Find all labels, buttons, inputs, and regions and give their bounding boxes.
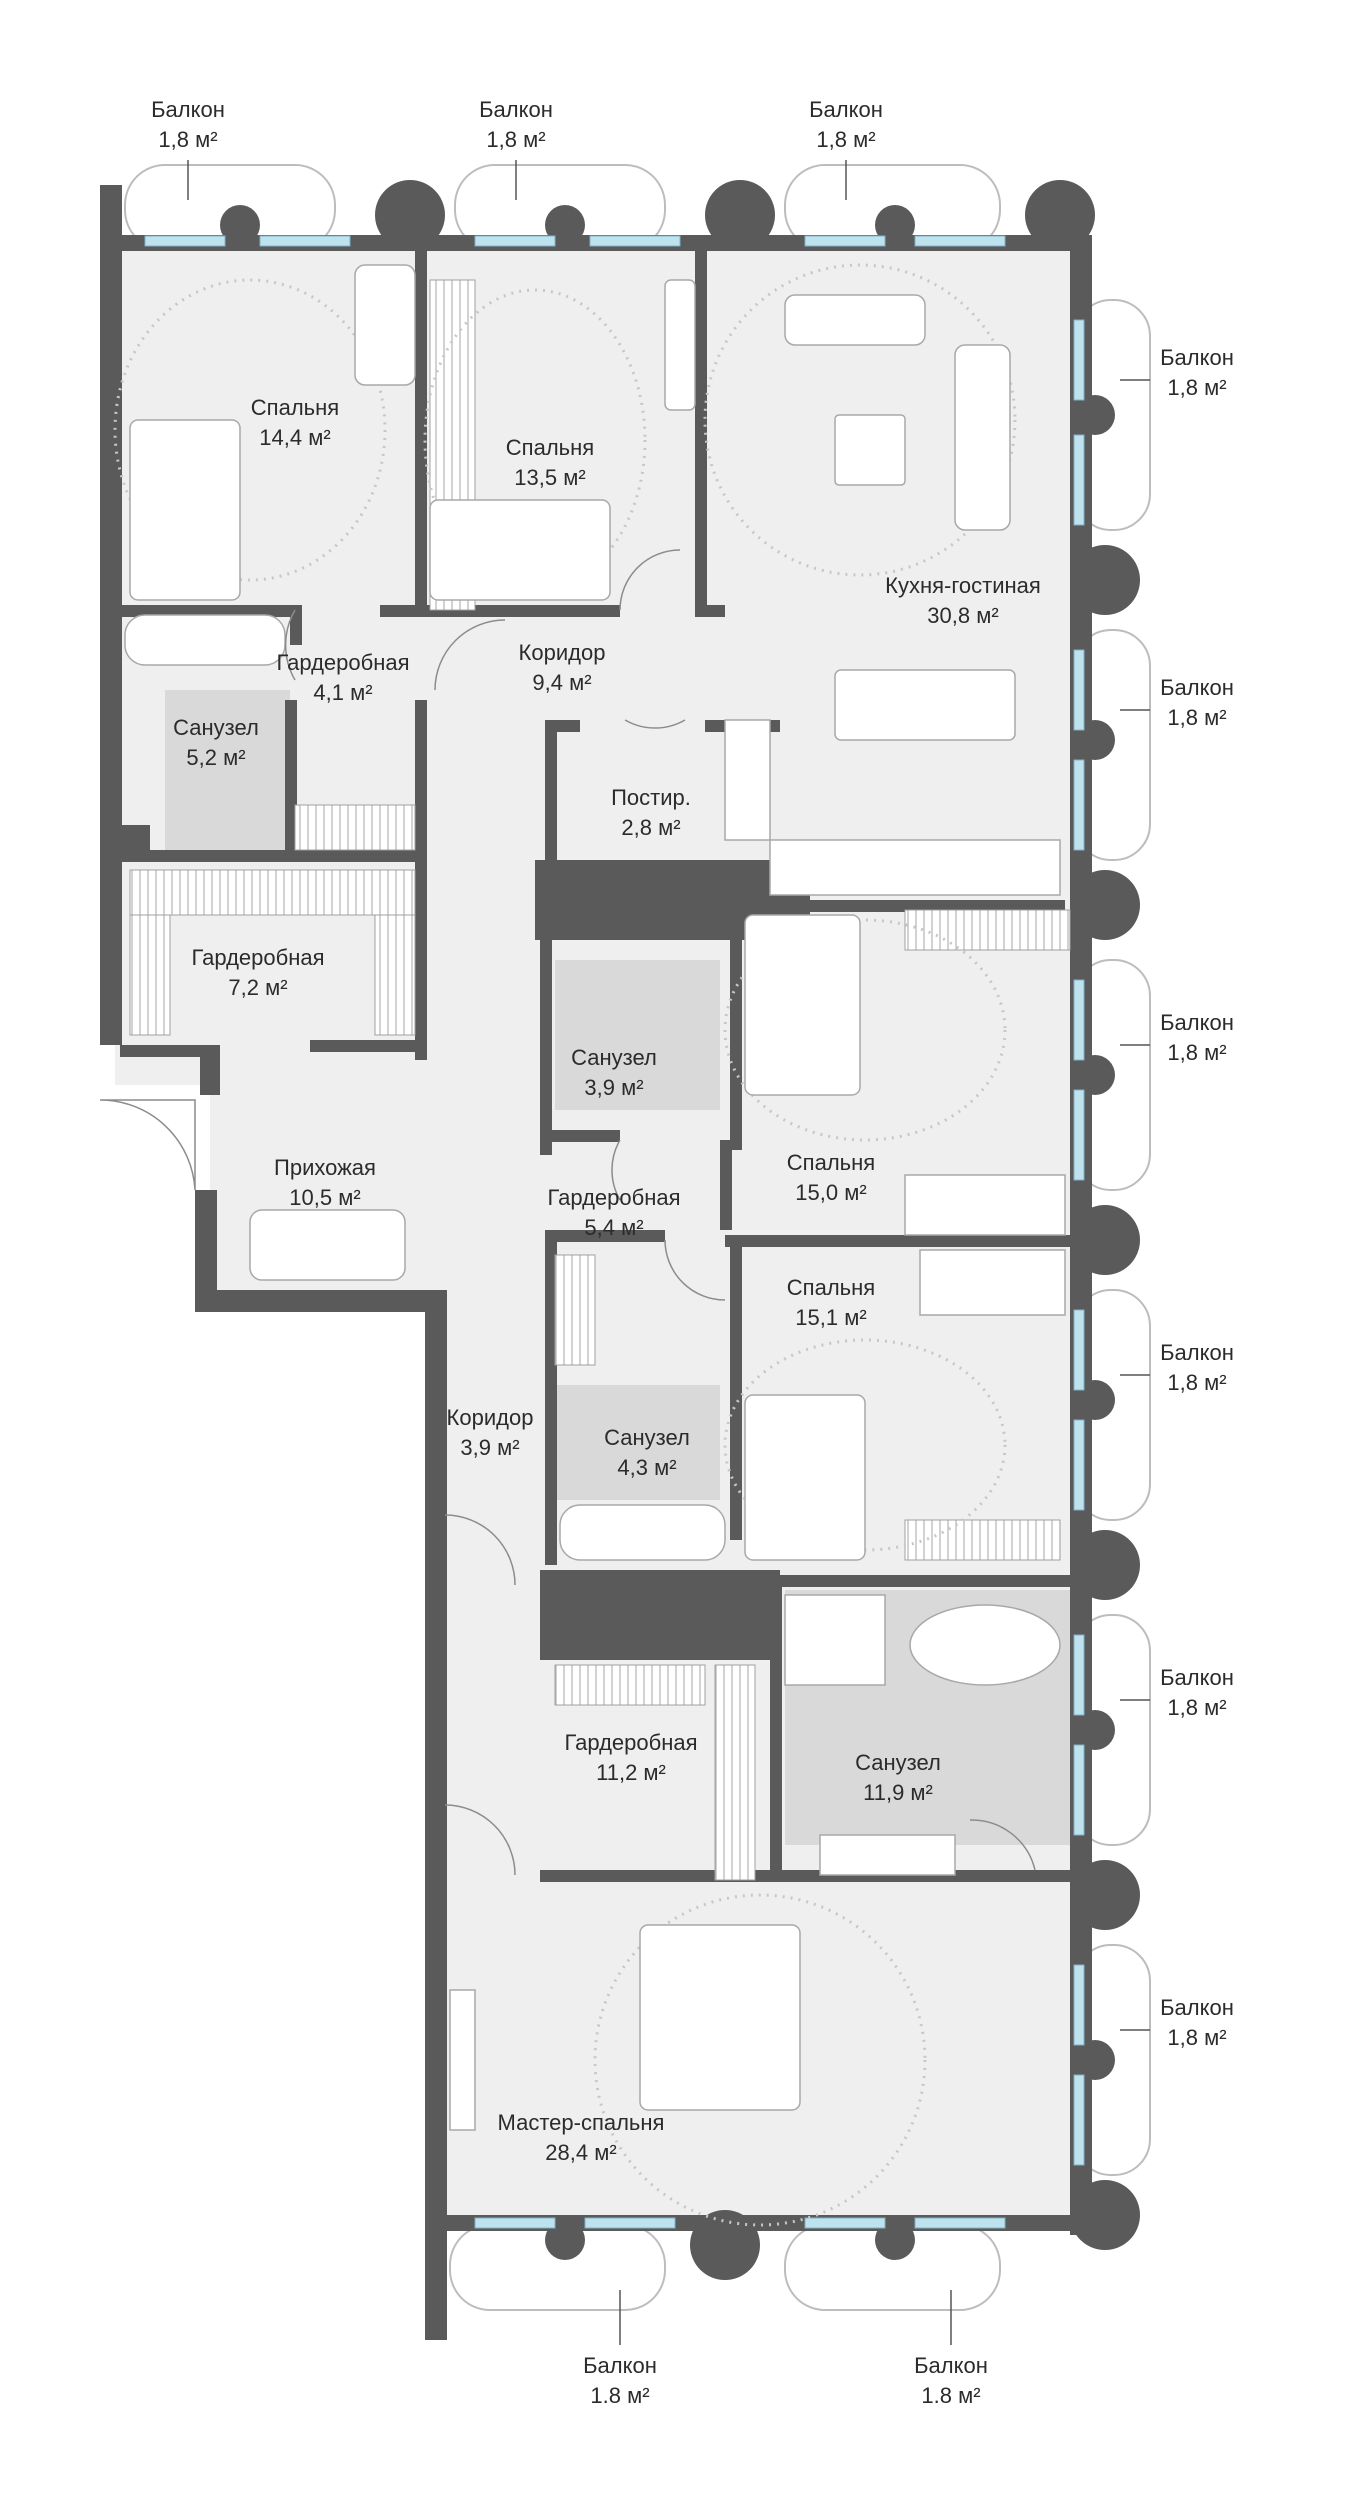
room-area: 10,5 м² (289, 1185, 360, 1210)
wall-west-master (425, 1290, 447, 2340)
balcony-name: Балкон (809, 97, 883, 122)
sofa-side (954, 344, 1011, 531)
room-name: Гардеробная (276, 650, 409, 675)
master-console (449, 1989, 476, 2131)
room-area: 5,4 м² (584, 1215, 643, 1240)
room-area: 13,5 м² (514, 465, 585, 490)
balcony-area: 1.8 м² (590, 2383, 649, 2408)
piers-right (1070, 395, 1140, 2250)
desk-3 (904, 1174, 1066, 1236)
room-area: 5,2 м² (186, 745, 245, 770)
room-area: 7,2 м² (228, 975, 287, 1000)
room-area: 9,4 м² (532, 670, 591, 695)
freestanding-tub (909, 1604, 1061, 1686)
room-name: Прихожая (274, 1155, 376, 1180)
balcony-name: Балкон (1160, 1995, 1234, 2020)
windows (144, 235, 1085, 2229)
balcony-area: 1,8 м² (1167, 1370, 1226, 1395)
room-name: Санузел (604, 1425, 690, 1450)
piers-bottom (545, 2210, 915, 2280)
balconies-bottom (449, 2224, 1001, 2311)
master-bed (639, 1924, 801, 2111)
room-area: 14,4 м² (259, 425, 330, 450)
room-area: 11,2 м² (596, 1760, 666, 1785)
bed-2 (429, 499, 611, 601)
sofa-hall (249, 1209, 406, 1281)
room-name: Спальня (787, 1275, 875, 1300)
balcony-name: Балкон (151, 97, 225, 122)
room-name: Гардеробная (564, 1730, 697, 1755)
balcony-area: 1.8 м² (921, 2383, 980, 2408)
balcony-name: Балкон (583, 2353, 657, 2378)
balcony-name: Балкон (1160, 1010, 1234, 1035)
balcony-area: 1,8 м² (158, 127, 217, 152)
room-name: Гардеробная (547, 1185, 680, 1210)
room-area: 15,0 м² (795, 1180, 866, 1205)
desk-4 (919, 1249, 1066, 1316)
kitchen-counter (769, 839, 1061, 896)
balcony-name: Балкон (1160, 675, 1234, 700)
room-name: Санузел (571, 1045, 657, 1070)
balcony-name: Балкон (1160, 1665, 1234, 1690)
bed-1 (129, 419, 241, 601)
room-name: Мастер-спальня (498, 2110, 665, 2135)
bathtub-1 (124, 614, 286, 666)
balcony-name: Балкон (479, 97, 553, 122)
room-area: 4,3 м² (617, 1455, 676, 1480)
room-area: 4,1 м² (313, 680, 372, 705)
room-area: 2,8 м² (621, 815, 680, 840)
room-name: Санузел (855, 1750, 941, 1775)
bed-3 (744, 914, 861, 1096)
doors (99, 549, 1036, 1876)
room-name: Санузел (173, 715, 259, 740)
bed-4 (744, 1394, 866, 1561)
room-labels: Спальня 14,4 м² Спальня 13,5 м² Кухня-го… (173, 395, 1041, 2165)
room-area: 11,9 м² (863, 1780, 933, 1805)
wall-west (100, 185, 122, 1045)
piers-top (220, 180, 1095, 250)
desk-1 (354, 264, 416, 386)
balcony-name: Балкон (914, 2353, 988, 2378)
room-name: Кухня-гостиная (885, 573, 1041, 598)
room-name: Спальня (787, 1150, 875, 1175)
furniture (124, 264, 1066, 2131)
wardrobe-storage (129, 279, 1071, 1881)
room-area: 3,9 м² (460, 1435, 519, 1460)
room-name: Спальня (506, 435, 594, 460)
interior-walls (120, 250, 1070, 1882)
sofa-top (784, 294, 926, 346)
room-area: 30,8 м² (927, 603, 998, 628)
room-name: Коридор (447, 1405, 534, 1430)
balcony-area: 1,8 м² (486, 127, 545, 152)
kitchen-module (724, 719, 771, 841)
balcony-name: Балкон (1160, 1340, 1234, 1365)
balcony-area: 1,8 м² (1167, 1695, 1226, 1720)
balcony-area: 1,8 м² (816, 127, 875, 152)
dining-table (834, 669, 1016, 741)
room-area: 28,4 м² (545, 2140, 616, 2165)
vanity (819, 1834, 956, 1876)
room-area: 3,9 м² (584, 1075, 643, 1100)
bathtub-3 (559, 1504, 726, 1561)
room-name: Постир. (611, 785, 691, 810)
balcony-labels: Балкон 1,8 м² Балкон 1,8 м² Балкон 1,8 м… (151, 97, 1234, 2408)
shower (784, 1594, 886, 1686)
wall-west-lower (195, 1190, 217, 1305)
room-area: 15,1 м² (795, 1305, 866, 1330)
room-name: Коридор (519, 640, 606, 665)
balcony-name: Балкон (1160, 345, 1234, 370)
room-name: Гардеробная (191, 945, 324, 970)
room-name: Спальня (251, 395, 339, 420)
counter-1 (664, 279, 696, 411)
balcony-area: 1,8 м² (1167, 1040, 1226, 1065)
balcony-area: 1,8 м² (1167, 705, 1226, 730)
wall-step (195, 1290, 445, 1312)
balcony-area: 1,8 м² (1167, 375, 1226, 400)
coffee-table (834, 414, 906, 486)
balcony-area: 1,8 м² (1167, 2025, 1226, 2050)
